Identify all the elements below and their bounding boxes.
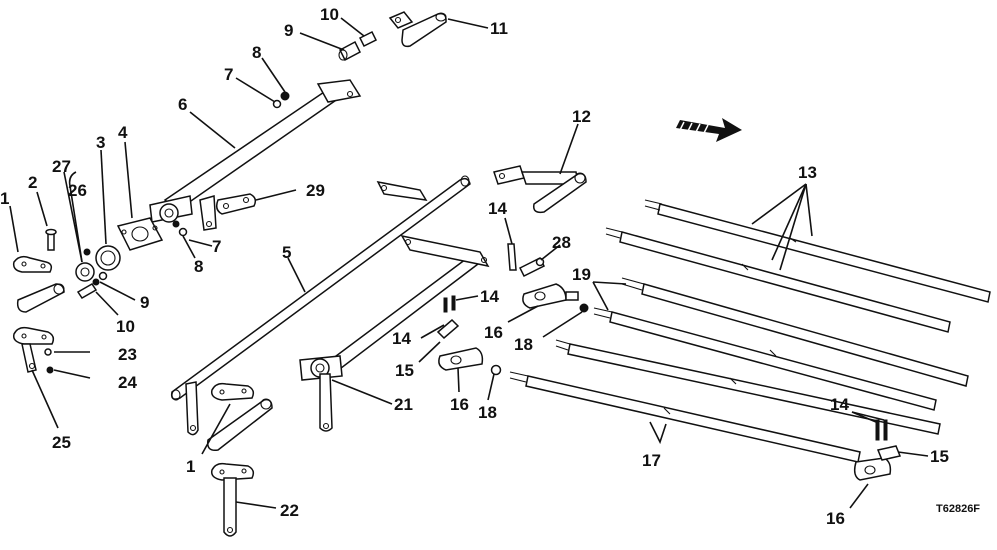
part-6-upper-shaft (149, 79, 362, 231)
callout-14-c: 14 (392, 329, 411, 348)
part-5-long-shaft (170, 175, 471, 436)
callout-7-top: 7 (224, 65, 233, 84)
callout-13: 13 (798, 163, 817, 182)
part-14-15-middle (436, 295, 460, 340)
callout-16-a: 16 (484, 323, 503, 342)
callout-9-top: 9 (284, 21, 293, 40)
part-16-clevis-upper (522, 283, 589, 313)
callout-8-bottom: 8 (194, 257, 203, 276)
callout-10-top: 10 (320, 5, 339, 24)
part-11-shaft (388, 11, 447, 48)
callout-27: 27 (52, 157, 71, 176)
callout-11: 11 (490, 19, 508, 38)
part-12-pin (493, 165, 587, 214)
part-1-lower-clamp (206, 382, 273, 452)
figure-id: T62826F (936, 503, 980, 515)
callout-18-a: 18 (514, 335, 533, 354)
callouts: 1 1 2 3 4 5 6 7 7 8 8 9 9 10 10 11 12 13… (0, 5, 949, 528)
callout-14-b: 14 (480, 287, 499, 306)
callout-28: 28 (552, 233, 571, 252)
callout-16-c: 16 (826, 509, 845, 528)
callout-15-a: 15 (395, 361, 414, 380)
callout-18-b: 18 (478, 403, 497, 422)
callout-7-bottom: 7 (212, 237, 221, 256)
part-16-clevis-lower (438, 347, 502, 376)
callout-1-top: 1 (0, 189, 9, 208)
part-14-28-pins (507, 243, 546, 278)
callout-1-bottom: 1 (186, 457, 195, 476)
callout-4: 4 (118, 123, 128, 142)
callout-19: 19 (572, 265, 591, 284)
rods-13-17-19 (509, 199, 991, 481)
callout-22: 22 (280, 501, 299, 520)
callout-29: 29 (306, 181, 325, 200)
callout-12: 12 (572, 107, 591, 126)
callout-25: 25 (52, 433, 71, 452)
callout-8-top: 8 (252, 43, 261, 62)
part-22-arm (210, 462, 255, 537)
part-10-bolt-top (338, 30, 378, 62)
part-29-link (215, 193, 257, 215)
part-21-shaft (299, 234, 490, 432)
callout-21: 21 (394, 395, 413, 414)
callout-23: 23 (118, 345, 137, 364)
callout-16-b: 16 (450, 395, 469, 414)
callout-17: 17 (642, 451, 661, 470)
part-25-arm (12, 326, 55, 374)
left-bearing-cluster (12, 217, 164, 313)
part-7-8-nuts (172, 220, 188, 237)
callout-14-a: 14 (488, 199, 507, 218)
leader-lines (9, 17, 929, 509)
callout-24: 24 (118, 373, 137, 392)
callout-9-bottom: 9 (140, 293, 149, 312)
callout-5: 5 (282, 243, 291, 262)
callout-15-b: 15 (930, 447, 949, 466)
callout-3: 3 (96, 133, 105, 152)
callout-26: 26 (68, 181, 87, 200)
callout-10-bottom: 10 (116, 317, 135, 336)
callout-6: 6 (178, 95, 187, 114)
direction-arrow-icon (676, 118, 742, 142)
callout-14-d: 14 (830, 395, 849, 414)
callout-2: 2 (28, 173, 37, 192)
